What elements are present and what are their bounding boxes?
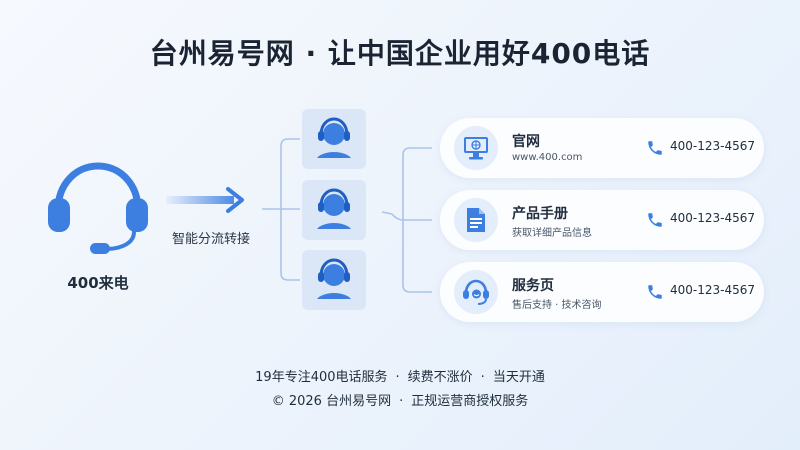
card-subtitle: 获取详细产品信息 [512,228,592,239]
agent-headset-icon [314,257,354,303]
footer-features: 19年专注400电话服务·续费不涨价·当天开通 [255,370,545,385]
agent-headset-icon [314,116,354,162]
phone-number[interactable]: 400-123-4567 [670,283,756,297]
routing-label: 智能分流转接 [171,232,250,247]
phone-icon [646,211,664,229]
card-subtitle: 售后支持 · 技术咨询 [512,300,602,311]
agent-headset-icon [314,187,354,233]
footer-feature: 续费不涨价 [407,370,473,385]
card-title: 产品手册 [512,206,568,222]
license-text: 正规运营商授权服务 [411,394,529,409]
card-subtitle: www.400.com [512,152,583,163]
arrow-right-icon [166,186,250,214]
footer-feature: 当天开通 [492,370,545,385]
card-title: 官网 [512,134,540,150]
footer-copyright: © 2026 台州易号网·正规运营商授权服务 [271,394,529,409]
card-product-manual[interactable]: 产品手册 获取详细产品信息 400-123-4567 [440,190,764,250]
caller-label: 400来电 [67,274,129,292]
headset-icon [42,158,154,258]
card-website[interactable]: 官网 www.400.com 400-123-4567 [440,118,764,178]
agent-2 [302,180,366,240]
footer-feature: 19年专注400电话服务 [255,370,388,385]
phone-number[interactable]: 400-123-4567 [670,139,756,153]
agent-1 [302,109,366,169]
agent-3 [302,250,366,310]
page-title: 台州易号网 · 让中国企业用好400电话 [149,37,651,70]
website-monitor-icon [454,126,498,170]
card-title: 服务页 [512,278,554,294]
copyright-text: © 2026 台州易号网 [271,394,392,409]
support-headset-icon [454,270,498,314]
card-service-page[interactable]: 服务页 售后支持 · 技术咨询 400-123-4567 [440,262,764,322]
phone-icon [646,139,664,157]
phone-number[interactable]: 400-123-4567 [670,211,756,225]
document-icon [454,198,498,242]
phone-icon [646,283,664,301]
